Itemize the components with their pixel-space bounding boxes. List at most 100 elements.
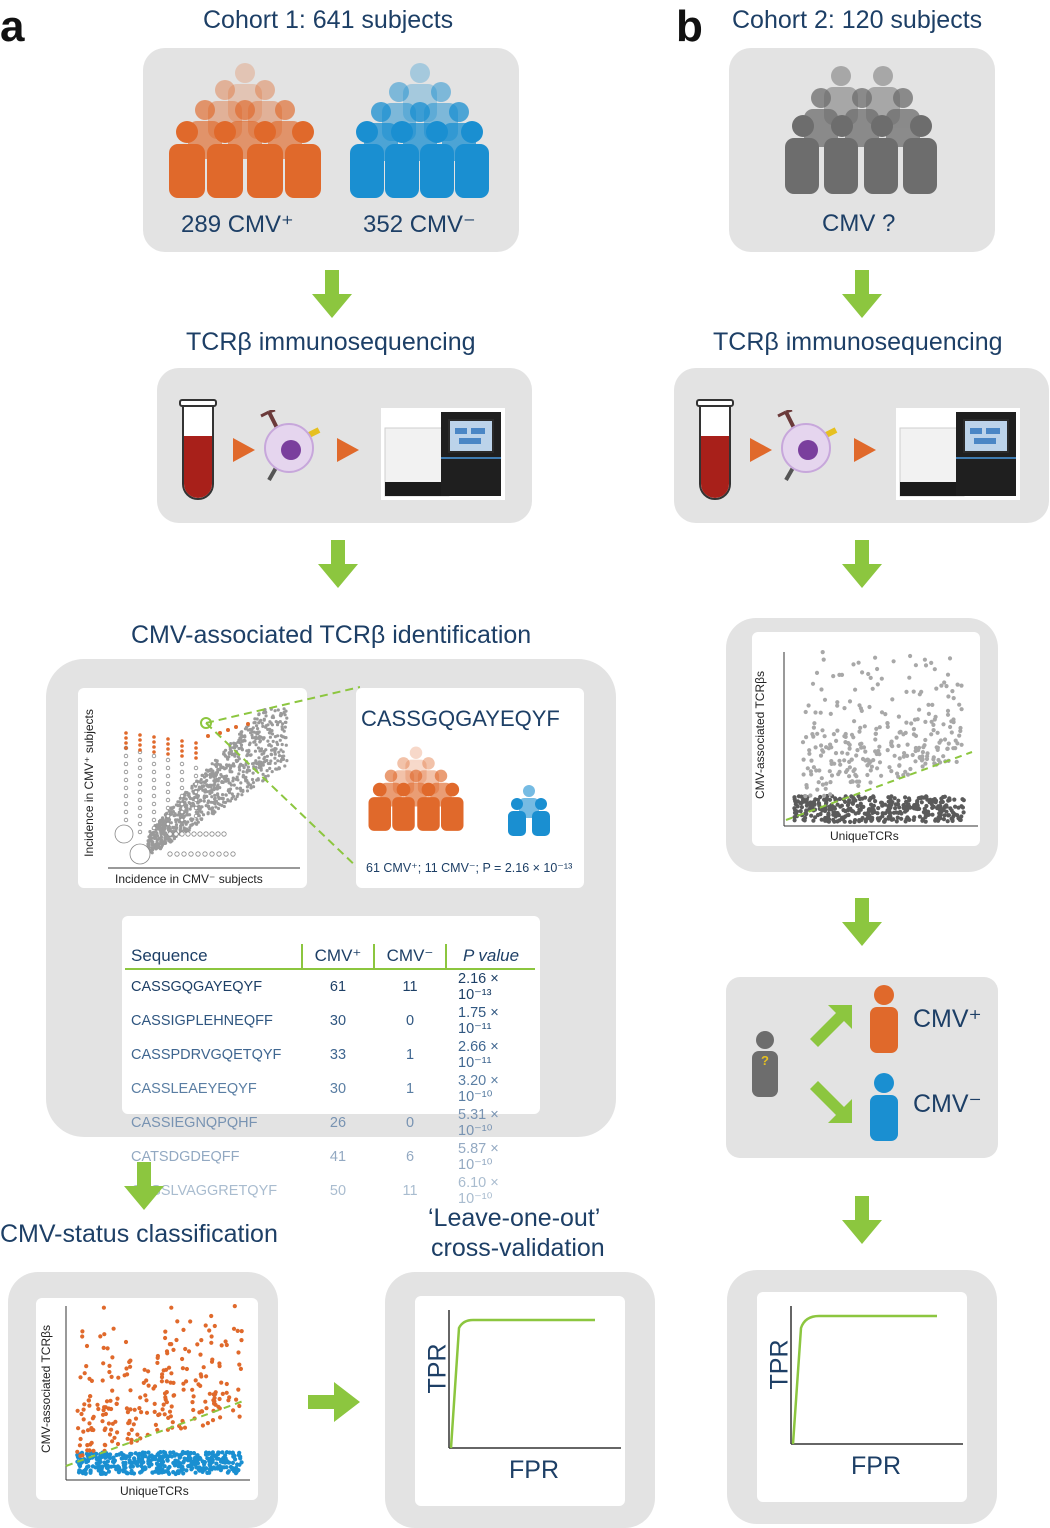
scatter-point <box>898 729 903 734</box>
scatter-point <box>213 1390 218 1395</box>
scatter-point <box>180 744 184 748</box>
scatter-point <box>123 777 129 783</box>
scatter-point <box>77 1443 82 1448</box>
scatter-point <box>813 710 818 715</box>
cmv-positive-people-icon <box>169 63 321 198</box>
scatter-point <box>813 745 818 750</box>
scatter-point <box>280 754 284 758</box>
scatter-point <box>942 680 947 685</box>
scatter-point <box>262 717 266 721</box>
scatter-point <box>252 736 256 740</box>
scatter-point <box>212 1399 217 1404</box>
scatter-point <box>144 1410 150 1415</box>
scatter-point <box>235 1328 240 1333</box>
scatter-point <box>863 749 868 754</box>
cmv-positive-people-icon <box>368 746 464 831</box>
scatter-point <box>863 819 868 824</box>
scatter-point <box>207 1391 212 1396</box>
scatter-point <box>222 750 226 754</box>
scatter-point <box>216 1456 221 1461</box>
scatter-point <box>282 710 286 715</box>
scatter-point <box>284 743 288 747</box>
scatter-point <box>944 684 949 689</box>
scatter-point <box>105 1459 110 1464</box>
scatter-point <box>889 769 894 774</box>
scatter-point <box>100 1378 105 1383</box>
scatter-point <box>89 1378 94 1383</box>
scatter-point <box>197 800 201 804</box>
scatter-point <box>182 814 186 819</box>
scatter-point <box>180 754 184 758</box>
scatter-point <box>866 671 871 677</box>
scatter-point <box>850 809 856 814</box>
scatter-point <box>185 810 189 814</box>
scatter-point <box>195 1461 201 1466</box>
scatter-point <box>197 780 201 784</box>
scatter-point <box>234 1465 239 1470</box>
scatter-point <box>847 742 852 747</box>
scatter-point <box>142 1450 147 1455</box>
scatter-point <box>897 805 902 810</box>
cmv-pos-cell: 50 <box>329 1183 347 1199</box>
seq-panel-a <box>157 368 532 523</box>
scatter-point <box>111 1326 116 1331</box>
scatter-point <box>933 800 938 805</box>
scatter-point <box>860 670 865 675</box>
scatter-point <box>106 1421 111 1426</box>
scatter-point <box>154 847 158 851</box>
scatter-point <box>212 779 216 783</box>
scatter-point <box>166 742 170 746</box>
highlight-sequence: CASSGQGAYEQYF <box>361 706 560 731</box>
scatter-point <box>911 689 916 694</box>
scatter-point <box>834 811 840 816</box>
scatter-point <box>164 1349 170 1354</box>
classification-x-axis-label: UniqueTCRs <box>120 1484 189 1498</box>
scatter-point <box>857 818 862 823</box>
scatter-point <box>915 806 920 812</box>
scatter-point <box>100 1419 105 1424</box>
scatter-point <box>807 751 812 756</box>
scatter-point <box>911 817 916 822</box>
scatter-point <box>957 733 962 738</box>
scatter-point <box>76 1426 81 1431</box>
scatter-point <box>183 829 187 833</box>
seq-title-a: TCRβ immunosequencing <box>186 328 476 356</box>
scatter-point <box>219 773 223 777</box>
scatter-point <box>167 1464 172 1470</box>
scatter-point <box>138 733 142 737</box>
scatter-point <box>226 789 230 793</box>
scatter-point <box>138 743 142 747</box>
scatter-point <box>231 779 235 783</box>
scatter-point <box>186 1349 192 1354</box>
scatter-point <box>82 1402 87 1407</box>
scatter-point <box>889 794 894 799</box>
play-arrow-icon <box>854 438 876 462</box>
scatter-point <box>111 1455 116 1460</box>
scatter-point <box>179 831 185 837</box>
scatter-point <box>798 809 803 814</box>
scatter-point <box>892 753 897 758</box>
scatter-point <box>910 752 915 758</box>
scatter-point <box>274 767 278 771</box>
scatter-point <box>191 801 195 805</box>
scatter-point <box>231 1408 236 1413</box>
scatter-point <box>216 767 220 771</box>
scatter-point <box>87 1452 92 1457</box>
scatter-point <box>221 793 225 797</box>
scatter-point <box>811 765 816 770</box>
scatter-point <box>252 785 256 789</box>
scatter-point <box>124 1471 129 1476</box>
scatter-point <box>803 709 808 715</box>
scatter-point <box>879 710 885 715</box>
scatter-point <box>103 1411 108 1417</box>
scatter-point <box>181 1387 186 1392</box>
scatter-point <box>210 762 214 766</box>
scatter-point <box>931 757 936 762</box>
scatter-point <box>137 813 143 819</box>
scatter-point <box>845 803 850 808</box>
scatter-point <box>886 814 891 820</box>
scatter-point <box>105 1463 110 1468</box>
sequence-cell: CASSIEGNQPQHF <box>131 1115 258 1131</box>
scatter-point <box>879 676 884 681</box>
scatter-point <box>151 809 157 815</box>
